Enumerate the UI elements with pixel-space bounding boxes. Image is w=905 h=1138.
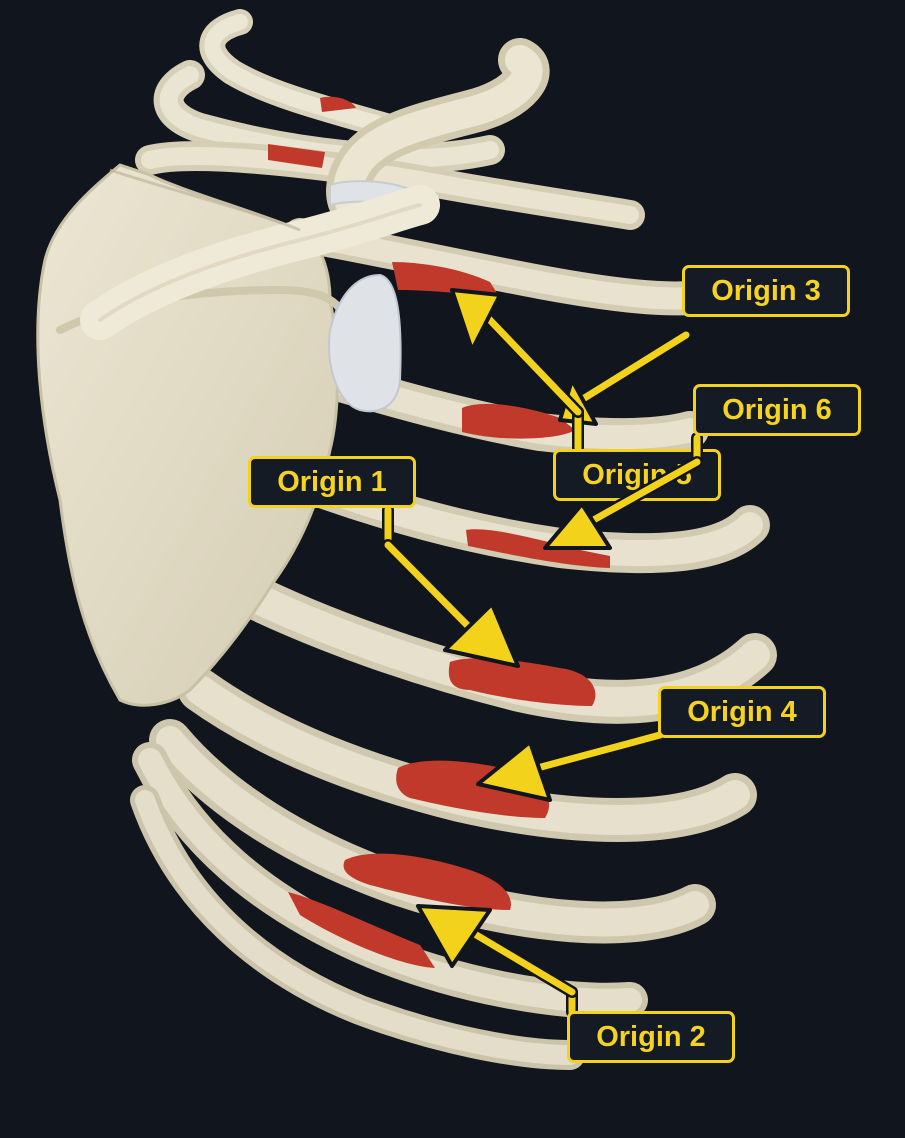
rib-4 [283, 218, 707, 316]
label-origin-3: Origin 3 [682, 265, 850, 317]
origin-area [288, 892, 435, 968]
label-origin-2: Origin 2 [567, 1011, 735, 1063]
rib-11 [130, 785, 585, 1070]
label-origin-1: Origin 1 [248, 456, 416, 508]
scapula-edge [109, 168, 301, 232]
scapula [36, 163, 440, 707]
origin-area [268, 144, 325, 168]
origin-area [343, 853, 511, 910]
rib-1 [199, 9, 413, 143]
rib-2 [153, 60, 505, 174]
label-origin-5: Origin 5 [553, 449, 721, 501]
label-origin-6: Origin 6 [693, 384, 861, 436]
origin-area [448, 658, 596, 706]
rib-3 [135, 141, 645, 230]
origin-area [320, 96, 356, 112]
origin-area [466, 529, 610, 568]
label-origin-4: Origin 4 [658, 686, 826, 738]
